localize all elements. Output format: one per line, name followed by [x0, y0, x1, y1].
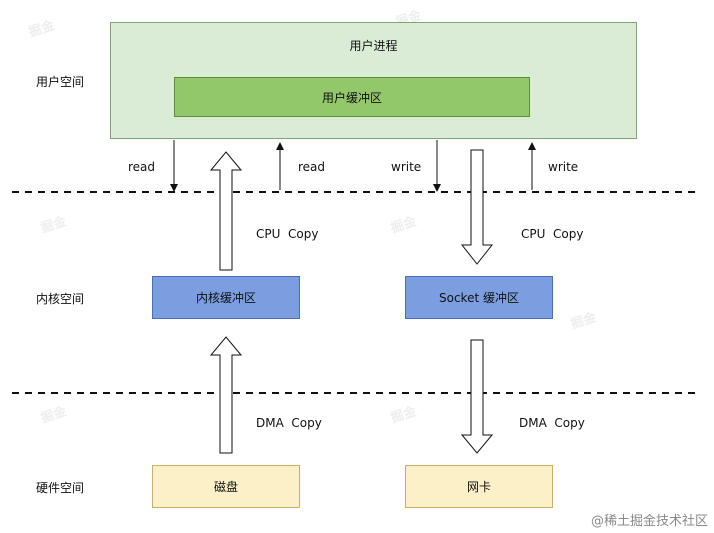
socket-buffer-label: Socket 缓冲区	[439, 291, 519, 305]
read-left-label: read	[128, 160, 156, 174]
read-right-label: read	[298, 160, 326, 174]
cpu-copy-right-label: CPU Copy	[521, 227, 584, 241]
dma-copy-down-arrow	[460, 339, 494, 454]
background-watermark: 掘金	[568, 310, 599, 333]
dma-copy-left-label: DMA Copy	[256, 416, 322, 430]
background-watermark: 掘金	[38, 214, 69, 237]
background-watermark: 掘金	[38, 404, 69, 427]
socket-buffer-box: Socket 缓冲区	[405, 276, 553, 319]
site-watermark: @稀土掘金技术社区	[590, 514, 708, 529]
cpu-copy-left-label: CPU Copy	[256, 227, 319, 241]
nic-label: 网卡	[466, 480, 491, 494]
user-process-label: 用户进程	[349, 39, 398, 53]
write-left-label: write	[391, 160, 422, 174]
write-right-label: write	[548, 160, 579, 174]
background-watermark: 掘金	[26, 18, 57, 41]
kernel-space-label: 内核空间	[36, 292, 85, 306]
dma-copy-right-label: DMA Copy	[519, 416, 585, 430]
user-buffer-box: 用户缓冲区	[174, 77, 530, 117]
user-space-label: 用户空间	[36, 75, 85, 89]
kernel-buffer-box: 内核缓冲区	[152, 276, 300, 319]
dma-copy-up-arrow	[209, 336, 243, 454]
hardware-space-label: 硬件空间	[36, 481, 85, 495]
disk-box: 磁盘	[152, 465, 300, 508]
kernel-buffer-label: 内核缓冲区	[195, 291, 256, 305]
cpu-copy-up-arrow	[209, 151, 243, 271]
nic-box: 网卡	[405, 465, 553, 508]
background-watermark: 掘金	[388, 214, 419, 237]
user-buffer-label: 用户缓冲区	[321, 90, 382, 105]
cpu-copy-down-arrow	[460, 149, 494, 265]
disk-label: 磁盘	[213, 480, 238, 494]
background-watermark: 掘金	[388, 404, 419, 427]
